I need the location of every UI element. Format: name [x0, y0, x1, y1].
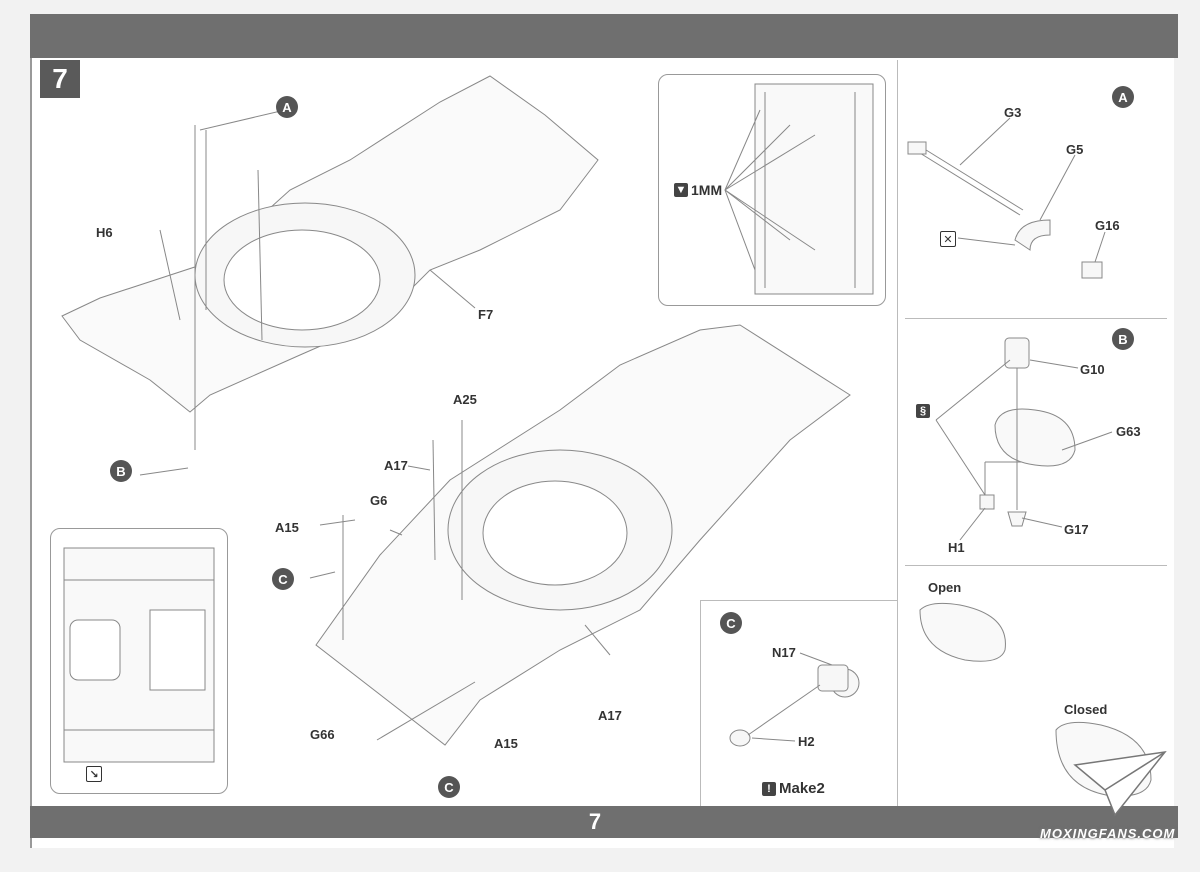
- part-label-g5: G5: [1066, 142, 1084, 157]
- part-label-g6: G6: [370, 493, 388, 508]
- divider-b-open: [905, 565, 1167, 566]
- part-label-a17-top: A17: [384, 458, 408, 473]
- callout-c-detail: C: [720, 612, 742, 634]
- callout-c-bottom: C: [438, 776, 460, 798]
- page-number: 7: [588, 809, 602, 834]
- callout-b-right: B: [1112, 328, 1134, 350]
- part-label-g3: G3: [1004, 105, 1022, 120]
- callout-c-left: C: [272, 568, 294, 590]
- drill-note: ▼ 1MM: [674, 182, 722, 198]
- c-detail-drawing: [729, 652, 860, 747]
- a-detail-drawing: [907, 117, 1106, 279]
- bottom-bar: [30, 806, 1178, 838]
- part-label-f7: F7: [478, 307, 494, 322]
- divider-a-b: [905, 318, 1167, 319]
- lower-hull-outline: [309, 324, 851, 746]
- part-label-g10: G10: [1080, 362, 1105, 377]
- flexible-part-icon: §: [916, 404, 930, 418]
- part-label-a15-bottom: A15: [494, 736, 518, 751]
- upper-hull-outline: [61, 75, 599, 476]
- part-label-g17: G17: [1064, 522, 1089, 537]
- part-label-n17: N17: [772, 645, 796, 660]
- part-label-g16: G16: [1095, 218, 1120, 233]
- part-label-g63: G63: [1116, 424, 1141, 439]
- callout-b-main: B: [110, 460, 132, 482]
- step-number: 7: [40, 60, 80, 98]
- divider-c-detail-top: [700, 600, 897, 601]
- part-label-a25: A25: [453, 392, 477, 407]
- b-detail-drawing: [935, 337, 1113, 541]
- part-label-h1: H1: [948, 540, 965, 555]
- do-not-glue-icon: ✕: [940, 231, 956, 247]
- make-quantity: Make2: [779, 780, 825, 797]
- top-bar: [30, 14, 1178, 58]
- cut-icon: ↘: [86, 766, 102, 782]
- part-label-a15-top: A15: [275, 520, 299, 535]
- part-label-h2: H2: [798, 734, 815, 749]
- watermark-logo: [1073, 750, 1167, 817]
- callout-a-main: A: [276, 96, 298, 118]
- part-label-h6: H6: [96, 225, 113, 240]
- closed-label: Closed: [1064, 702, 1108, 717]
- drill-plate-drawing: [724, 83, 874, 295]
- make-note: ! Make2: [762, 780, 825, 797]
- drill-size: 1MM: [691, 182, 723, 198]
- open-label: Open: [928, 580, 962, 595]
- exclamation-icon: !: [762, 781, 776, 796]
- callout-a-right: A: [1112, 86, 1134, 108]
- underside-drawing: [63, 547, 215, 763]
- divider-c-detail-left: [700, 600, 701, 806]
- part-label-a17-bottom: A17: [598, 708, 622, 723]
- watermark-text: MOXINGFANS.COM: [1040, 826, 1176, 841]
- part-label-g66: G66: [310, 727, 335, 742]
- divider-right-column: [897, 60, 898, 806]
- drill-icon: ▼: [674, 183, 688, 197]
